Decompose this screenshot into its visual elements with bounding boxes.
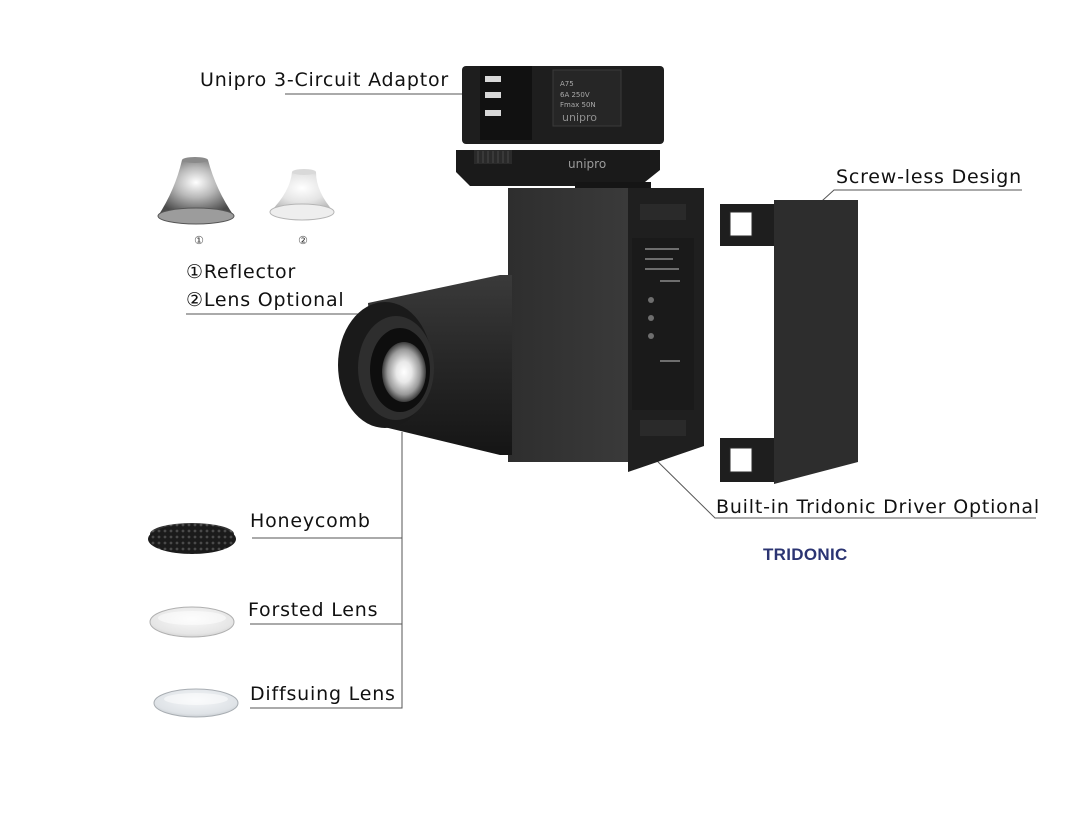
- adaptor-rating-3: Fmax 50N: [560, 101, 596, 109]
- track-adaptor: A75 6A 250V Fmax 50N unipro unipro: [456, 66, 664, 192]
- callout-lines: [186, 71, 1036, 709]
- adaptor-logo-side: unipro: [568, 157, 606, 171]
- diffusing-lens-label: Diffsuing Lens: [250, 683, 396, 705]
- adaptor-label: Unipro 3-Circuit Adaptor: [200, 69, 449, 91]
- reflector-label: ①Reflector: [186, 261, 297, 283]
- driver-label: Built-in Tridonic Driver Optional: [716, 496, 1040, 518]
- reflector-number: ①: [194, 234, 204, 247]
- driver-housing: [508, 188, 704, 472]
- screwless-cover: [720, 200, 858, 484]
- lens-cup-accessory: [269, 169, 335, 221]
- lens-number: ②: [298, 234, 308, 247]
- tridonic-logo: TRIDONIC: [763, 545, 848, 564]
- led-reflector-icon: [382, 342, 426, 402]
- diffusing-lens-icon: [153, 688, 239, 718]
- frosted-lens-label: Forsted Lens: [248, 599, 379, 621]
- honeycomb-icon: [148, 523, 236, 554]
- lens-optional-label: ②Lens Optional: [186, 289, 345, 311]
- adaptor-logo-top: unipro: [562, 111, 597, 124]
- driver-leader: [647, 451, 1036, 519]
- adaptor-rating-2: 6A 250V: [560, 91, 590, 99]
- frosted-lens-icon: [149, 606, 235, 638]
- reflector-accessory: [157, 157, 235, 225]
- spot-head: [338, 275, 512, 455]
- screwless-label: Screw-less Design: [836, 166, 1022, 188]
- diffusing-leader: [250, 432, 403, 709]
- adaptor-rating-1: A75: [560, 80, 574, 88]
- honeycomb-label: Honeycomb: [250, 510, 371, 532]
